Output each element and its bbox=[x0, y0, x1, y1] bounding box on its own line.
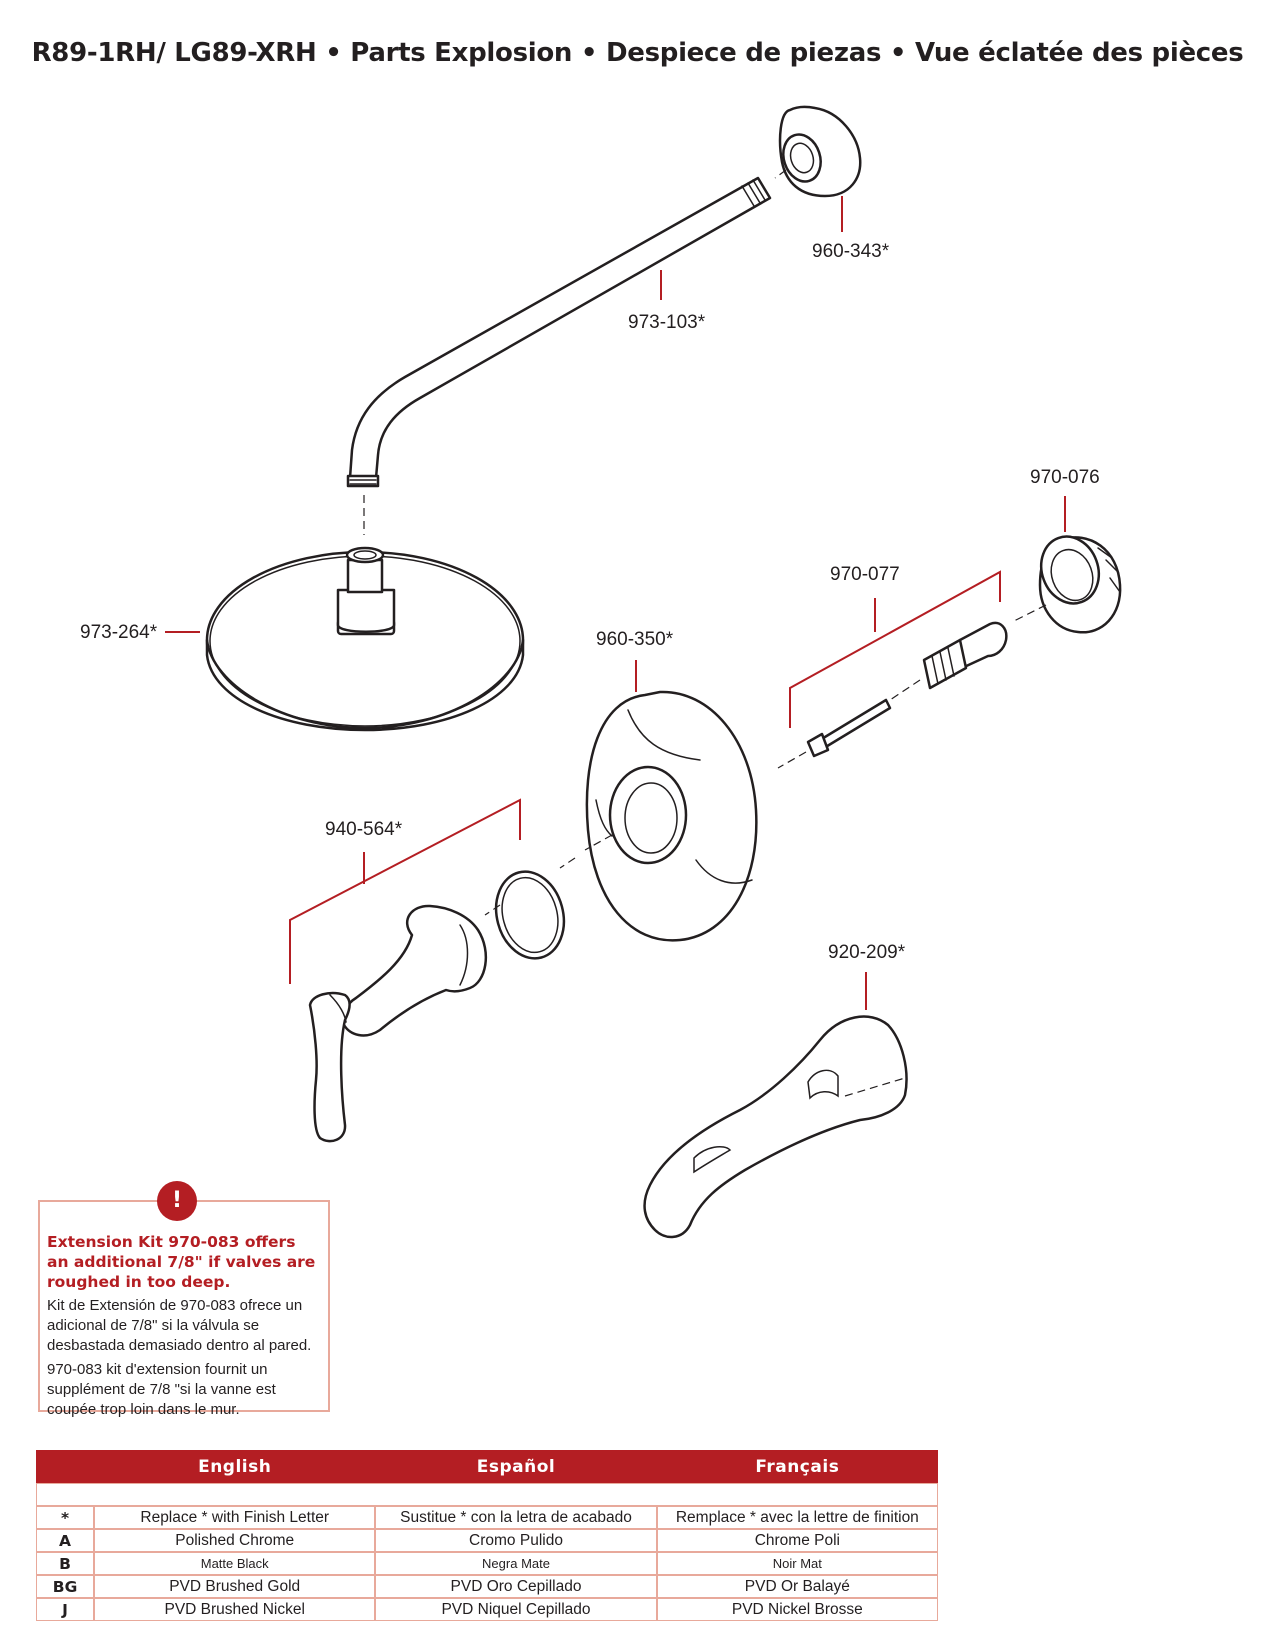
tub-spout-part bbox=[643, 1015, 908, 1239]
table-row: * Replace * with Finish Letter Sustitue … bbox=[36, 1506, 938, 1529]
extension-nut-callout: 970-076 bbox=[1030, 467, 1100, 488]
finish-code: B bbox=[36, 1552, 95, 1575]
finish-french: Chrome Poli bbox=[656, 1529, 938, 1552]
extension-kit-note: ! Extension Kit 970-083 offers an additi… bbox=[38, 1181, 330, 1418]
finish-code: BG bbox=[36, 1575, 95, 1598]
finish-table-header: English Español Français bbox=[36, 1450, 938, 1483]
table-row: B Matte Black Negra Mate Noir Mat bbox=[36, 1552, 938, 1575]
finish-code: * bbox=[36, 1506, 95, 1529]
table-row: J PVD Brushed Nickel PVD Niquel Cepillad… bbox=[36, 1598, 938, 1621]
escutcheon-part bbox=[584, 690, 758, 942]
finish-french: Noir Mat bbox=[656, 1552, 938, 1575]
handle-kit-leader bbox=[289, 798, 521, 984]
finish-spanish: Negra Mate bbox=[375, 1552, 657, 1575]
finish-english: Matte Black bbox=[94, 1552, 376, 1575]
stem-extension-leader bbox=[789, 570, 1001, 728]
finish-english: PVD Brushed Nickel bbox=[94, 1598, 376, 1621]
finish-french: PVD Nickel Brosse bbox=[656, 1598, 938, 1621]
handle-kit-part bbox=[308, 857, 576, 1143]
tub-spout-callout: 920-209* bbox=[828, 942, 906, 963]
finish-spanish: Cromo Pulido bbox=[375, 1529, 657, 1552]
handle-kit-callout: 940-564* bbox=[325, 819, 403, 840]
finish-spanish: PVD Niquel Cepillado bbox=[375, 1598, 657, 1621]
finish-french: PVD Or Balayé bbox=[656, 1575, 938, 1598]
warning-icon: ! bbox=[157, 1181, 197, 1221]
header-french: Français bbox=[656, 1450, 938, 1483]
finish-english: Polished Chrome bbox=[94, 1529, 376, 1552]
note-french: 970-083 kit d'extension fournit un suppl… bbox=[47, 1361, 276, 1418]
finish-english: PVD Brushed Gold bbox=[94, 1575, 376, 1598]
header-english: English bbox=[94, 1450, 376, 1483]
finish-spanish: PVD Oro Cepillado bbox=[375, 1575, 657, 1598]
page-title: R89-1RH/ LG89-XRH • Parts Explosion • De… bbox=[31, 38, 1244, 68]
shower-arm-part bbox=[346, 169, 787, 535]
stem-extension-part bbox=[777, 604, 1047, 769]
header-code bbox=[36, 1450, 95, 1483]
flange-callout: 960-343* bbox=[812, 241, 890, 262]
table-row: A Polished Chrome Cromo Pulido Chrome Po… bbox=[36, 1529, 938, 1552]
flange-part bbox=[778, 105, 862, 198]
finish-code: J bbox=[36, 1598, 95, 1621]
showerhead-part bbox=[205, 546, 525, 732]
finish-spanish: Sustitue * con la letra de acabado bbox=[375, 1506, 657, 1529]
note-english: Extension Kit 970-083 offers an addition… bbox=[47, 1233, 316, 1291]
finish-english: Replace * with Finish Letter bbox=[94, 1506, 376, 1529]
finish-table: English Español Français * Replace * wit… bbox=[36, 1450, 938, 1621]
showerhead-callout: 973-264* bbox=[80, 622, 158, 643]
header-spanish: Español bbox=[375, 1450, 657, 1483]
finish-french: Remplace * avec la lettre de finition bbox=[656, 1506, 938, 1529]
stem-extension-callout: 970-077 bbox=[830, 564, 900, 585]
table-row: BG PVD Brushed Gold PVD Oro Cepillado PV… bbox=[36, 1575, 938, 1598]
finish-code: A bbox=[36, 1529, 95, 1552]
shower-arm-callout: 973-103* bbox=[628, 312, 706, 333]
note-spanish: Kit de Extensión de 970-083 ofrece un ad… bbox=[47, 1297, 312, 1354]
escutcheon-callout: 960-350* bbox=[596, 629, 674, 650]
extension-nut-part bbox=[1038, 535, 1122, 634]
